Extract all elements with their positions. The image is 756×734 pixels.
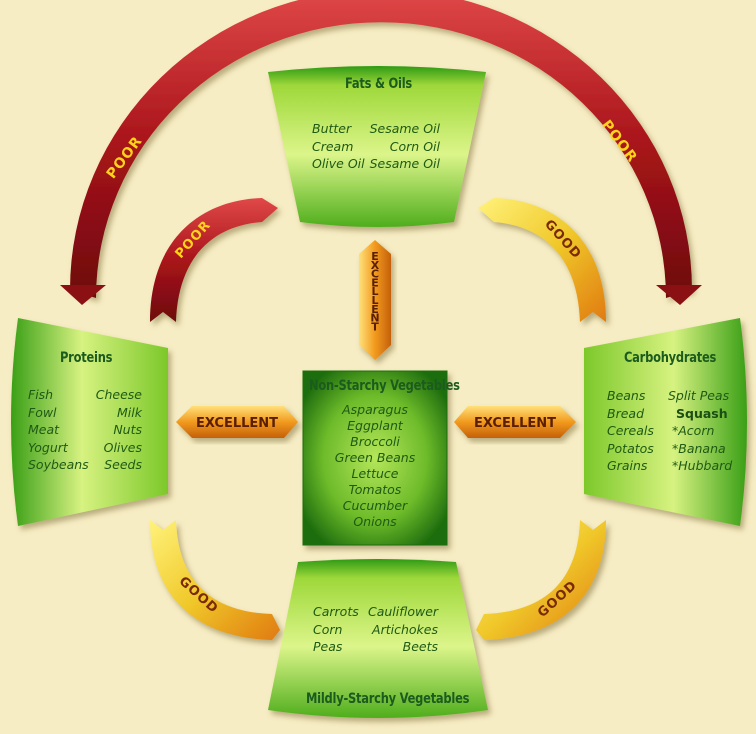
mildly-starchy-item: Peas bbox=[313, 639, 343, 654]
non-starchy-item: Lettuce bbox=[351, 466, 399, 481]
proteins-item: Seeds bbox=[104, 457, 142, 472]
non-starchy-item: Broccoli bbox=[350, 434, 400, 449]
carbohydrates-item: *Acorn bbox=[672, 423, 715, 438]
carbohydrates-split-peas: Split Peas bbox=[668, 388, 730, 403]
excellent-label-vertical: EXCELLENT bbox=[370, 250, 379, 333]
excellent-arrow-vertical bbox=[359, 240, 391, 360]
excellent-arrow-left bbox=[176, 406, 298, 438]
non-starchy-item: Onions bbox=[353, 514, 397, 529]
non-starchy-title: Non-Starchy Vegetables bbox=[309, 378, 460, 394]
fats-oils-item: Butter bbox=[312, 121, 352, 136]
carbohydrates-item: Grains bbox=[607, 458, 648, 473]
proteins-item: Olives bbox=[103, 439, 142, 455]
fats-oils-item: Sesame Oil bbox=[369, 156, 440, 171]
mildly-starchy-item: Beets bbox=[402, 639, 438, 654]
excellent-arrow-right bbox=[454, 406, 576, 438]
proteins-item: Fish bbox=[28, 387, 54, 402]
carbohydrates-box bbox=[584, 318, 747, 526]
proteins-title: Proteins bbox=[60, 350, 113, 366]
mildly-starchy-title: Mildly-Starchy Vegetables bbox=[306, 691, 470, 707]
fats-oils-item: Cream bbox=[312, 138, 354, 154]
non-starchy-item: Cucumber bbox=[342, 498, 408, 513]
carbohydrates-item: Beans bbox=[607, 388, 646, 403]
good-arc-bottom-left bbox=[150, 520, 280, 640]
carbohydrates-item: Bread bbox=[607, 405, 644, 421]
fats-oils-item: Olive Oil bbox=[312, 156, 365, 171]
excellent-vertical-letter: L bbox=[371, 294, 378, 307]
carbohydrates-title: Carbohydrates bbox=[624, 350, 717, 366]
excellent-vertical-letter: E bbox=[371, 303, 379, 316]
non-starchy-item: Green Beans bbox=[334, 450, 416, 465]
mildly-starchy-item: Corn bbox=[313, 621, 343, 637]
proteins-item: Yogurt bbox=[28, 439, 68, 455]
mildly-starchy-item: Artichokes bbox=[372, 621, 438, 637]
fats-oils-box bbox=[268, 66, 486, 227]
proteins-item: Soybeans bbox=[28, 457, 89, 472]
inner-poor-arc bbox=[150, 198, 278, 322]
carbohydrates-col2: Split Peas Squash *Acorn *Banana *Hubbard bbox=[668, 387, 732, 475]
proteins-item: Cheese bbox=[95, 387, 142, 402]
excellent-vertical-letter: E bbox=[371, 276, 379, 289]
non-starchy-box bbox=[302, 370, 448, 546]
excellent-label-left: EXCELLENT bbox=[196, 416, 278, 431]
fats-oils-item: Sesame Oil bbox=[369, 121, 440, 136]
proteins-item: Nuts bbox=[113, 422, 142, 437]
proteins-box bbox=[11, 318, 168, 526]
mildly-starchy-item: Carrots bbox=[313, 604, 359, 619]
proteins-item: Fowl bbox=[28, 404, 57, 420]
proteins-item: Milk bbox=[117, 404, 142, 420]
proteins-item: Meat bbox=[28, 422, 60, 437]
non-starchy-item: Asparagus bbox=[342, 402, 408, 417]
non-starchy-item: Tomatos bbox=[348, 482, 402, 497]
excellent-label-right: EXCELLENT bbox=[474, 416, 556, 431]
mildly-starchy-box bbox=[268, 559, 488, 718]
excellent-vertical-letter: C bbox=[371, 268, 379, 281]
excellent-vertical-letter: X bbox=[371, 259, 380, 272]
carbohydrates-item: Potatos bbox=[607, 440, 654, 456]
non-starchy-item: Eggplant bbox=[347, 418, 403, 433]
carbohydrates-item: *Banana bbox=[672, 440, 726, 456]
outer-poor-arrowhead-right bbox=[656, 285, 702, 305]
mildly-starchy-item: Cauliflower bbox=[368, 604, 439, 619]
excellent-vertical-letter: E bbox=[371, 250, 379, 263]
excellent-vertical-letter: N bbox=[370, 312, 379, 325]
carbohydrates-squash: Squash bbox=[676, 405, 728, 421]
excellent-vertical-letter: T bbox=[371, 320, 379, 333]
outer-poor-arrowhead-left bbox=[60, 285, 106, 305]
good-arc-bottom-right bbox=[476, 520, 606, 640]
good-arc-top-right bbox=[478, 198, 606, 322]
fats-oils-title: Fats & Oils bbox=[345, 76, 413, 92]
carbohydrates-item: Cereals bbox=[607, 423, 654, 438]
excellent-vertical-letter: L bbox=[371, 285, 378, 298]
fats-oils-item: Corn Oil bbox=[389, 138, 440, 154]
carbohydrates-item: *Hubbard bbox=[672, 458, 733, 473]
